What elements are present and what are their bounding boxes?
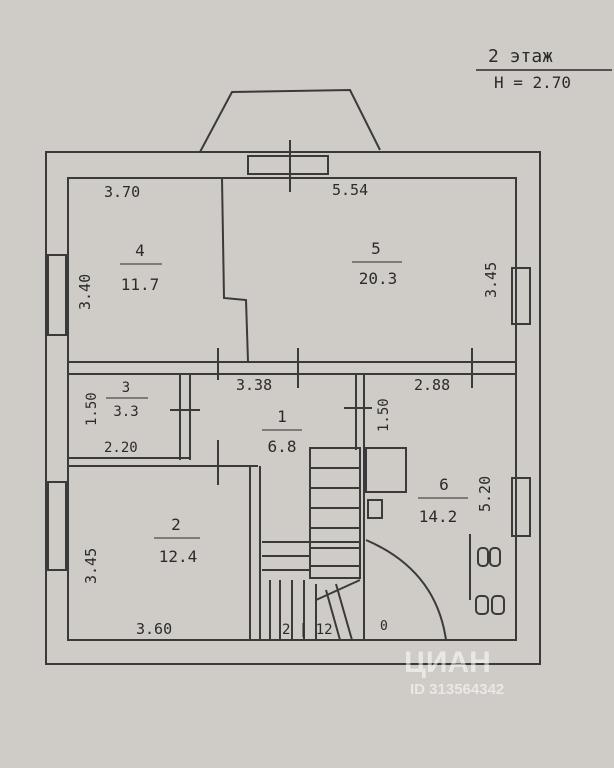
room-6-number: 6 bbox=[439, 475, 449, 494]
right-window-upper bbox=[511, 267, 531, 325]
left-window-lower bbox=[47, 481, 67, 571]
dim-r6-height: 5.20 bbox=[476, 476, 494, 512]
dim-r1-height: 1.50 bbox=[376, 398, 392, 432]
room-1-number: 1 bbox=[277, 407, 287, 426]
room-2-number: 2 bbox=[171, 515, 181, 534]
floor-height: H = 2.70 bbox=[494, 73, 571, 92]
door-swing bbox=[365, 539, 447, 641]
dim-r2-height: 3.45 bbox=[82, 548, 100, 584]
door-mark: 0 bbox=[380, 619, 388, 634]
dim-r5-width: 5.54 bbox=[332, 181, 368, 199]
room-5-number: 5 bbox=[371, 239, 381, 258]
room-3-area: 3.3 bbox=[113, 404, 138, 420]
room-2-area: 12.4 bbox=[159, 547, 198, 566]
floor-label: 2 этаж bbox=[488, 46, 553, 67]
outer-wall bbox=[45, 151, 541, 665]
room-5-area: 20.3 bbox=[359, 269, 398, 288]
dim-r4-width: 3.70 bbox=[104, 183, 140, 201]
room-4-number: 4 bbox=[135, 241, 145, 260]
roof-bay bbox=[199, 88, 381, 153]
room-3-number: 3 bbox=[122, 380, 130, 396]
right-window-lower bbox=[511, 477, 531, 537]
dim-r4-height: 3.40 bbox=[76, 274, 94, 310]
dimension-labels: 3.70 5.54 3.40 3.45 3.38 2.88 1.50 2.20 … bbox=[76, 181, 500, 638]
dim-r3-width: 2.20 bbox=[104, 440, 138, 456]
chimney bbox=[365, 447, 407, 493]
staircase bbox=[309, 447, 361, 579]
watermark: ЦИАН ID 313564342 bbox=[404, 646, 504, 698]
floor-header: 2 этаж H = 2.70 bbox=[476, 46, 612, 92]
dim-r1-width: 3.38 bbox=[236, 376, 272, 394]
stair-label: 2 | 12 bbox=[282, 622, 333, 638]
room-1-area: 6.8 bbox=[268, 437, 297, 456]
room-6-area: 14.2 bbox=[419, 507, 458, 526]
left-window-upper bbox=[47, 254, 67, 336]
dim-r3-height: 1.50 bbox=[84, 392, 100, 426]
walls bbox=[45, 88, 541, 665]
watermark-brand: ЦИАН bbox=[404, 646, 491, 679]
room-4-area: 11.7 bbox=[121, 275, 160, 294]
top-window bbox=[247, 155, 329, 175]
watermark-id: ID 313564342 bbox=[410, 681, 504, 698]
dim-r6-width: 2.88 bbox=[414, 376, 450, 394]
dim-r2-width: 3.60 bbox=[136, 620, 172, 638]
dim-r5-height: 3.45 bbox=[482, 262, 500, 298]
room-labels: 4 11.7 5 20.3 3 3.3 1 6.8 6 14.2 2 12.4 bbox=[106, 239, 468, 566]
